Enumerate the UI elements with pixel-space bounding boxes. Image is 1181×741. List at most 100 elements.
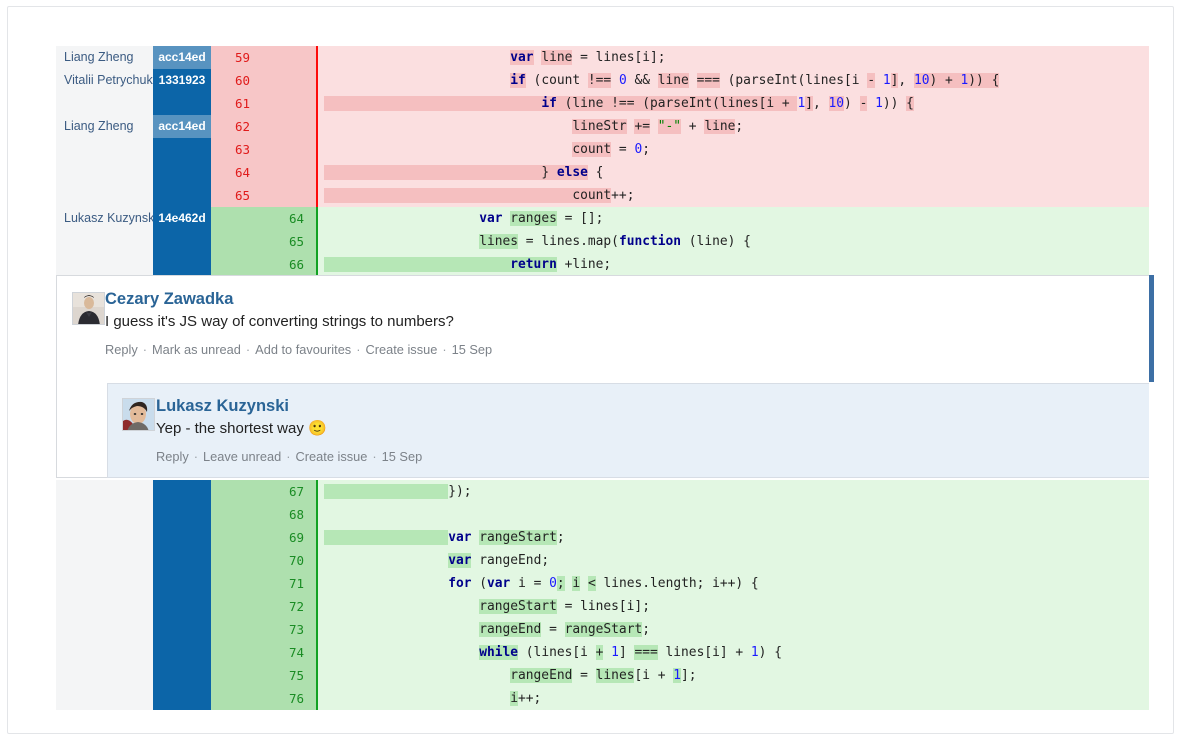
line-number[interactable]: 67 xyxy=(211,480,318,503)
blame-commit-hash xyxy=(153,572,211,595)
blame-commit-hash[interactable]: acc14ed xyxy=(153,115,211,138)
code-line[interactable]: } else { xyxy=(318,161,1149,184)
code-row[interactable]: 61 if (line !== (parseInt(lines[i + 1], … xyxy=(56,92,1149,115)
blame-author[interactable]: Vitalii Petrychuk xyxy=(56,69,153,92)
blame-commit-hash xyxy=(153,595,211,618)
code-line[interactable]: var rangeStart; xyxy=(318,526,1149,549)
line-number[interactable]: 72 xyxy=(211,595,318,618)
reply-action-reply[interactable]: Reply xyxy=(156,449,189,464)
code-line[interactable]: var rangeEnd; xyxy=(318,549,1149,572)
line-number[interactable]: 76 xyxy=(211,687,318,710)
code-line[interactable]: i++; xyxy=(318,687,1149,710)
line-number[interactable]: 65 xyxy=(211,184,318,207)
code-line[interactable]: var ranges = []; xyxy=(318,207,1149,230)
code-row[interactable]: 65 lines = lines.map(function (line) { xyxy=(56,230,1149,253)
avatar-lukasz-kuzynski[interactable] xyxy=(122,398,155,431)
comment-action-add-to-favourites[interactable]: Add to favourites xyxy=(255,342,352,357)
blame-author[interactable]: Liang Zheng xyxy=(56,46,153,69)
comment-main: Cezary Zawadka I guess it's JS way of co… xyxy=(57,276,1149,382)
code-row[interactable]: 76 i++; xyxy=(56,687,1149,710)
code-line[interactable]: if (line !== (parseInt(lines[i + 1], 10)… xyxy=(318,92,1149,115)
line-number[interactable]: 59 xyxy=(211,46,318,69)
blame-commit-hash xyxy=(153,480,211,503)
line-number[interactable]: 64 xyxy=(211,161,318,184)
blame-commit-hash xyxy=(153,253,211,276)
reply-date: 15 Sep xyxy=(381,449,423,464)
code-line[interactable]: for (var i = 0; i < lines.length; i++) { xyxy=(318,572,1149,595)
code-row[interactable]: 69 var rangeStart; xyxy=(56,526,1149,549)
line-number[interactable]: 70 xyxy=(211,549,318,572)
blame-commit-hash[interactable]: 1331923 xyxy=(153,69,211,92)
code-line[interactable]: rangeEnd = rangeStart; xyxy=(318,618,1149,641)
code-row[interactable]: 74 while (lines[i + 1] === lines[i] + 1)… xyxy=(56,641,1149,664)
code-line[interactable] xyxy=(318,503,1149,526)
code-row[interactable]: 68 xyxy=(56,503,1149,526)
comment-action-create-issue[interactable]: Create issue xyxy=(365,342,438,357)
comment-date: 15 Sep xyxy=(451,342,493,357)
code-line[interactable]: lines = lines.map(function (line) { xyxy=(318,230,1149,253)
blame-commit-hash xyxy=(153,641,211,664)
reply-text: Yep - the shortest way 🙂 xyxy=(156,416,1149,440)
code-row[interactable]: 75 rangeEnd = lines[i + 1]; xyxy=(56,664,1149,687)
line-number[interactable]: 65 xyxy=(211,230,318,253)
line-number[interactable]: 61 xyxy=(211,92,318,115)
blame-author xyxy=(56,572,153,595)
code-row[interactable]: 63 count = 0; xyxy=(56,138,1149,161)
code-line[interactable]: var line = lines[i]; xyxy=(318,46,1149,69)
blame-author xyxy=(56,253,153,276)
blame-author[interactable]: Liang Zheng xyxy=(56,115,153,138)
comment-action-reply[interactable]: Reply xyxy=(105,342,138,357)
code-row[interactable]: 70 var rangeEnd; xyxy=(56,549,1149,572)
code-row[interactable]: 73 rangeEnd = rangeStart; xyxy=(56,618,1149,641)
line-number[interactable]: 66 xyxy=(211,253,318,276)
code-line[interactable]: if (count !== 0 && line === (parseInt(li… xyxy=(318,69,1149,92)
blame-commit-hash[interactable]: acc14ed xyxy=(153,46,211,69)
line-number[interactable]: 64 xyxy=(211,207,318,230)
reply-author[interactable]: Lukasz Kuzynski xyxy=(156,397,289,415)
comment-action-mark-as-unread[interactable]: Mark as unread xyxy=(151,342,241,357)
blame-author xyxy=(56,641,153,664)
code-line[interactable]: rangeEnd = lines[i + 1]; xyxy=(318,664,1149,687)
code-line[interactable]: count = 0; xyxy=(318,138,1149,161)
line-number[interactable]: 60 xyxy=(211,69,318,92)
code-row[interactable]: 71 for (var i = 0; i < lines.length; i++… xyxy=(56,572,1149,595)
line-number[interactable]: 69 xyxy=(211,526,318,549)
line-number[interactable]: 71 xyxy=(211,572,318,595)
line-number[interactable]: 62 xyxy=(211,115,318,138)
code-line[interactable]: return +line; xyxy=(318,253,1149,276)
code-line[interactable]: while (lines[i + 1] === lines[i] + 1) { xyxy=(318,641,1149,664)
code-line[interactable]: lineStr += "-" + line; xyxy=(318,115,1149,138)
separator-dot: · xyxy=(372,449,377,464)
code-line[interactable]: count++; xyxy=(318,184,1149,207)
reply-actions: Reply·Leave unread·Create issue·15 Sep xyxy=(156,440,1149,464)
line-number[interactable]: 63 xyxy=(211,138,318,161)
code-row[interactable]: 65 count++; xyxy=(56,184,1149,207)
blame-author[interactable]: Lukasz Kuzynski xyxy=(56,207,153,230)
code-row[interactable]: 72 rangeStart = lines[i]; xyxy=(56,595,1149,618)
line-number[interactable]: 73 xyxy=(211,618,318,641)
blame-commit-hash[interactable]: 14e462d xyxy=(153,207,211,230)
separator-dot: · xyxy=(356,342,361,357)
line-number[interactable]: 68 xyxy=(211,503,318,526)
comment-card: Cezary Zawadka I guess it's JS way of co… xyxy=(56,275,1154,478)
avatar-cezary-zawadka[interactable] xyxy=(72,292,105,325)
code-row[interactable]: 66 return +line; xyxy=(56,253,1149,276)
blame-commit-hash xyxy=(153,138,211,161)
code-line[interactable]: rangeStart = lines[i]; xyxy=(318,595,1149,618)
code-row[interactable]: 64 } else { xyxy=(56,161,1149,184)
code-line[interactable]: }); xyxy=(318,480,1149,503)
blame-author xyxy=(56,549,153,572)
comment-author[interactable]: Cezary Zawadka xyxy=(105,290,234,308)
line-number[interactable]: 74 xyxy=(211,641,318,664)
line-number[interactable]: 75 xyxy=(211,664,318,687)
blame-commit-hash xyxy=(153,503,211,526)
reply-action-create-issue[interactable]: Create issue xyxy=(295,449,368,464)
code-row[interactable]: 67 }); xyxy=(56,480,1149,503)
reply-action-leave-unread[interactable]: Leave unread xyxy=(202,449,282,464)
